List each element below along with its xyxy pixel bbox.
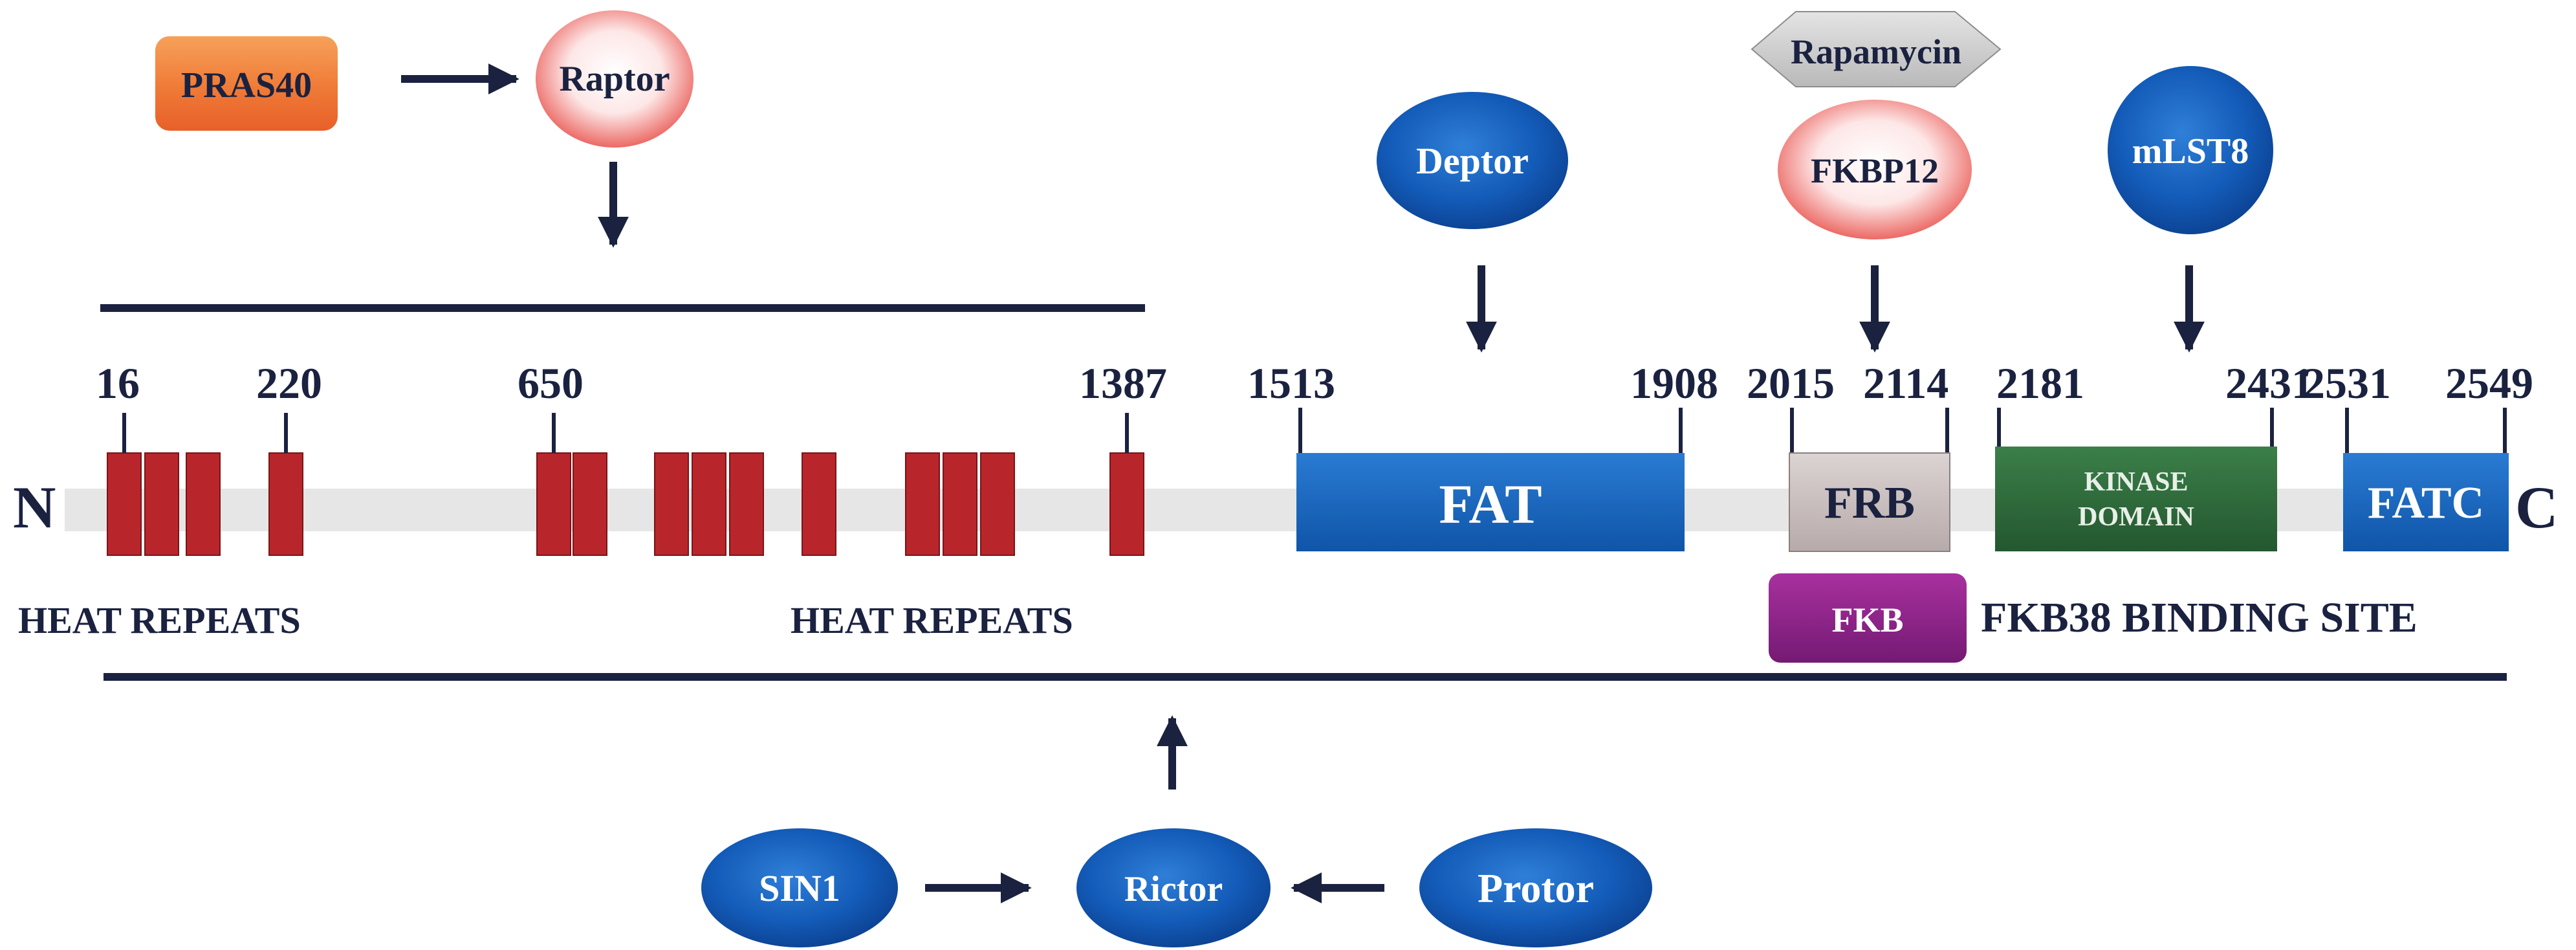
heat-repeat-block	[536, 452, 571, 556]
mlst8-node: mLST8	[2108, 66, 2273, 234]
pos-1513-label: 1513	[1247, 359, 1335, 408]
heat-repeat-block	[980, 452, 1015, 556]
rictor-label: Rictor	[1124, 869, 1223, 909]
n-terminus-label: N	[13, 474, 56, 540]
bottom-rule	[104, 673, 2507, 681]
pos-2549-label: 2549	[2445, 359, 2533, 408]
raptor-node: Raptor	[536, 10, 693, 148]
raptor-label: Raptor	[559, 59, 670, 99]
pos-2114-label: 2114	[1863, 359, 1948, 408]
heat-repeat-block	[107, 452, 142, 556]
rapamycin-label: Rapamycin	[1791, 32, 1961, 71]
frb-label: FRB	[1824, 478, 1915, 528]
protor-label: Protor	[1478, 865, 1594, 911]
pras40-label: PRAS40	[181, 65, 312, 105]
heat-repeats	[107, 452, 1144, 556]
heat-repeat-block	[144, 452, 179, 556]
fkbp12-node: FKBP12	[1778, 100, 1972, 239]
rictor-node: Rictor	[1076, 828, 1271, 947]
sin1-label: SIN1	[759, 867, 840, 909]
pos-16-label: 16	[96, 359, 140, 408]
mlst8-label: mLST8	[2132, 131, 2249, 171]
fatc-domain: FATC	[2343, 453, 2509, 551]
top-rule	[100, 304, 1145, 312]
protor-node: Protor	[1419, 828, 1652, 947]
fkb-box: FKB	[1769, 573, 1967, 663]
position-ticks	[122, 408, 2507, 453]
heat-repeat-block	[654, 452, 689, 556]
fatc-label: FATC	[2368, 478, 2484, 528]
heat-repeat-block	[802, 452, 836, 556]
pos-2181-label: 2181	[1996, 359, 2084, 408]
fat-domain: FAT	[1296, 453, 1685, 551]
pos-1908-label: 1908	[1630, 359, 1718, 408]
heat-repeat-block	[905, 452, 940, 556]
heat-repeat-block	[943, 452, 977, 556]
kinase-label-line2: DOMAIN	[2078, 502, 2194, 532]
pos-1387-label: 1387	[1079, 359, 1167, 408]
pos-650-label: 650	[518, 359, 584, 408]
heat-repeat-block	[573, 452, 607, 556]
heat-repeat-block	[268, 452, 303, 556]
frb-domain: FRB	[1789, 452, 1950, 552]
c-terminus-label: C	[2515, 474, 2558, 540]
sin1-node: SIN1	[701, 828, 898, 947]
fkb-label: FKB	[1831, 601, 1903, 639]
deptor-label: Deptor	[1416, 140, 1529, 182]
heat-repeat-block	[729, 452, 764, 556]
heat-repeats-left-label: HEAT REPEATS	[18, 599, 301, 641]
kinase-label-line1: KINASE	[2084, 467, 2188, 497]
pos-2015-label: 2015	[1747, 359, 1835, 408]
position-labels: 16 220 650 1387 1513 1908 2015 2114 2181…	[96, 359, 2533, 408]
heat-repeat-block	[1109, 452, 1144, 556]
kinase-domain: KINASE DOMAIN	[1995, 447, 2277, 551]
heat-repeat-block	[186, 452, 221, 556]
pos-2531-label: 2531	[2303, 359, 2391, 408]
heat-repeat-block	[692, 452, 726, 556]
pos-220-label: 220	[256, 359, 322, 408]
heat-repeats-mid-label: HEAT REPEATS	[791, 599, 1073, 641]
pos-2431-label: 2431	[2225, 359, 2313, 408]
deptor-node: Deptor	[1377, 92, 1568, 229]
rapamycin-node: Rapamycin	[1751, 11, 2002, 87]
fat-label: FAT	[1439, 473, 1542, 535]
fkbp12-label: FKBP12	[1811, 151, 1939, 190]
pras40-node: PRAS40	[155, 36, 338, 131]
fkb38-binding-site-label: FKB38 BINDING SITE	[1981, 594, 2418, 641]
